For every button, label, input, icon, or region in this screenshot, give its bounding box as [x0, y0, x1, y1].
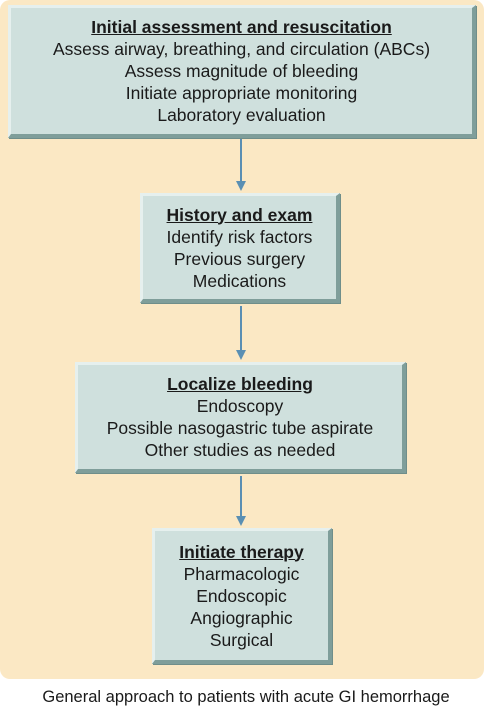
step-title: Initiate therapy — [179, 541, 304, 562]
step-item: Medications — [192, 270, 287, 291]
step-item: Initiate appropriate monitoring — [125, 83, 358, 103]
flow-arrow-1 — [236, 139, 246, 191]
step-item: Endoscopic — [196, 585, 287, 606]
flow-arrow-3 — [236, 476, 246, 526]
step-item: Other studies as needed — [144, 440, 336, 460]
step-item: Previous surgery — [173, 248, 306, 269]
step-item: Surgical — [209, 629, 274, 650]
step-box-history-exam: History and exam Identify risk factors P… — [140, 193, 340, 303]
figure-caption: General approach to patients with acute … — [42, 688, 450, 706]
diagram-panel: Initial assessment and resuscitation Ass… — [0, 0, 484, 679]
step-item: Identify risk factors — [166, 226, 313, 247]
step-box-localize-bleeding: Localize bleeding Endoscopy Possible nas… — [75, 362, 406, 473]
step-item: Assess airway, breathing, and circulatio… — [52, 39, 431, 59]
step-title: Initial assessment and resuscitation — [91, 17, 392, 37]
step-item: Assess magnitude of bleeding — [124, 61, 359, 81]
step-item: Angiographic — [190, 607, 293, 628]
step-item: Laboratory evaluation — [157, 105, 326, 125]
step-title: Localize bleeding — [167, 374, 313, 394]
step-item: Pharmacologic — [183, 563, 300, 584]
step-box-initial-assessment: Initial assessment and resuscitation Ass… — [8, 5, 476, 138]
step-item: Possible nasogastric tube aspirate — [106, 418, 374, 438]
flow-arrow-2 — [236, 306, 246, 360]
step-title: History and exam — [166, 204, 313, 225]
step-item: Endoscopy — [196, 396, 284, 416]
step-box-initiate-therapy: Initiate therapy Pharmacologic Endoscopi… — [152, 528, 332, 664]
